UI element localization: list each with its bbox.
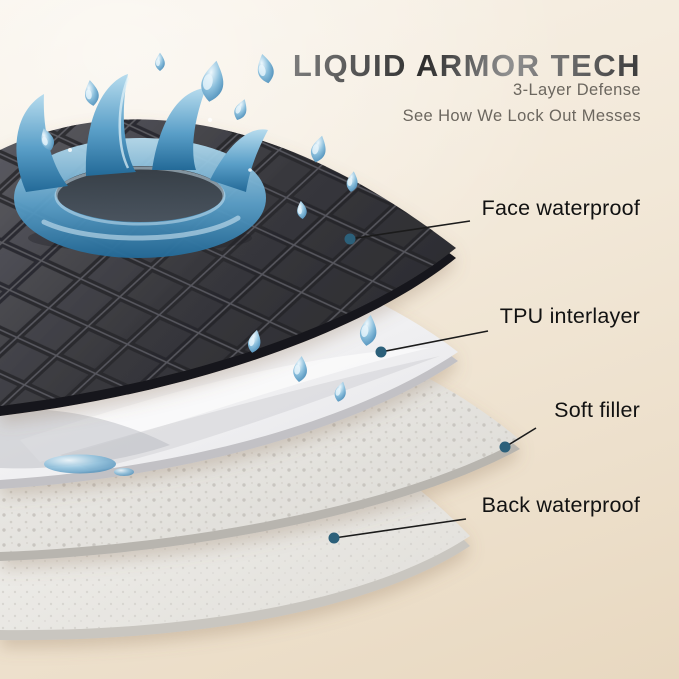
callout-line-tpu-interlayer <box>380 330 489 353</box>
subtitle-defense: 3-Layer Defense <box>513 81 641 99</box>
callout-label-soft-filler: Soft filler <box>554 398 640 422</box>
splash-inner-rim <box>54 166 226 226</box>
callout-dots <box>328 233 511 544</box>
water-droplet-icon <box>155 52 165 71</box>
splash-sparkle <box>248 168 252 172</box>
page-title: LIQUID ARMOR TECH <box>292 47 641 83</box>
water-droplet-icon <box>254 52 277 85</box>
water-splash-icon <box>14 74 268 258</box>
splash-spike <box>85 74 136 176</box>
splash-sparkle <box>207 117 213 123</box>
callout-label-tpu-interlayer: TPU interlayer <box>499 304 640 328</box>
tpu-marble-patch <box>0 409 170 469</box>
callout-line-face-waterproof <box>349 220 471 240</box>
splash-front-highlight <box>41 215 241 241</box>
water-puddle-icon <box>44 454 116 474</box>
water-droplet-icon <box>83 79 101 107</box>
water-droplet-icon <box>308 133 330 164</box>
water-droplets <box>37 52 379 476</box>
splash-sparkle <box>68 148 72 152</box>
callout-dot <box>328 532 340 544</box>
callout-line-back-waterproof <box>333 518 467 539</box>
splash-spike <box>210 129 268 192</box>
subtitle-tagline: See How We Lock Out Messes <box>402 107 641 125</box>
splash-spike <box>152 88 206 170</box>
callout-dot <box>344 233 356 245</box>
water-droplet-icon <box>231 97 251 122</box>
callout-label-back-waterproof: Back waterproof <box>481 493 640 517</box>
water-puddle-icon <box>114 468 134 476</box>
callout-dot <box>375 346 387 358</box>
callout-label-face-waterproof: Face waterproof <box>481 196 640 220</box>
callout-line-soft-filler <box>504 427 537 448</box>
callout-leaders <box>333 220 537 539</box>
callout-dot <box>499 441 511 453</box>
splash-hole <box>56 166 224 222</box>
splash-spike-highlight <box>118 77 130 169</box>
